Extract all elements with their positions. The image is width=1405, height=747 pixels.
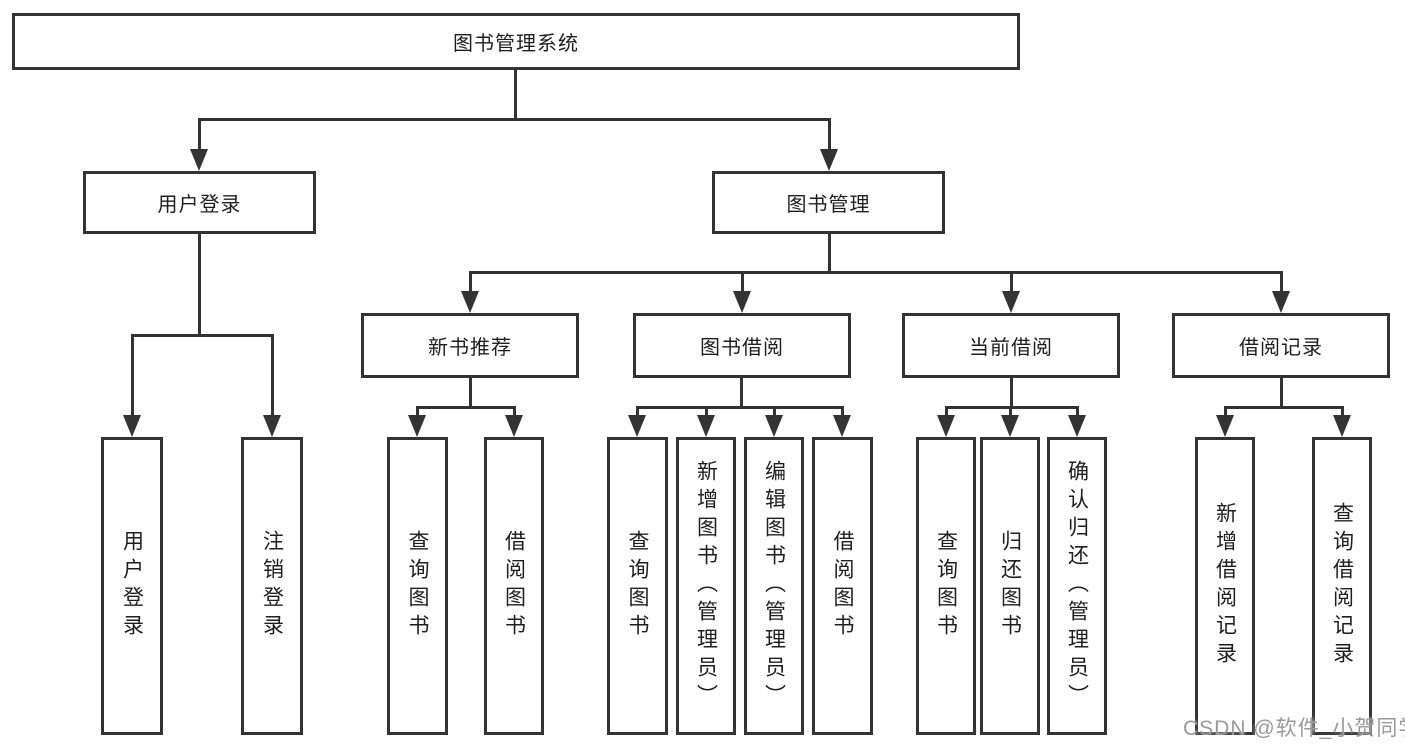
- section-current-borrow-box: 当前借阅: [902, 313, 1120, 378]
- connector-bus: [416, 406, 516, 409]
- connector-stem: [1010, 378, 1013, 407]
- arrow-down-icon: [505, 415, 523, 437]
- arrow-down-icon: [628, 415, 646, 437]
- connector-drop: [416, 406, 419, 417]
- connector-drop: [741, 271, 744, 293]
- leaf-label: 归还图书: [998, 530, 1022, 642]
- leaf-label: 查询图书: [406, 530, 429, 642]
- arrow-down-icon: [937, 415, 955, 437]
- arrow-down-icon: [1001, 415, 1019, 437]
- leaf-query-book-box: 查询图书: [607, 437, 668, 735]
- arrow-down-icon: [1272, 291, 1290, 313]
- leaf-label: 注销登录: [260, 530, 284, 642]
- connector-user-stem: [198, 234, 201, 335]
- section-book-borrow-box: 图书借阅: [633, 313, 851, 378]
- leaf-label: 查询图书: [626, 530, 649, 642]
- connector-drop: [469, 271, 472, 293]
- section-borrow-record-label: 借阅记录: [1239, 337, 1323, 359]
- connector-drop: [1341, 406, 1344, 417]
- connector-drop: [1010, 271, 1013, 293]
- root-label: 图书管理系统: [453, 33, 579, 55]
- connector-drop: [1224, 406, 1227, 417]
- connector-drop: [271, 334, 274, 417]
- branch-user-login-label: 用户登录: [157, 194, 242, 216]
- leaf-logout-box: 注销登录: [241, 437, 303, 735]
- connector-stem: [740, 378, 743, 407]
- csdn-watermark: CSDN @软件_小贺同学: [1183, 717, 1405, 740]
- arrow-down-icon: [1216, 415, 1234, 437]
- leaf-label: 借阅图书: [502, 530, 526, 642]
- connector-sections-bus: [469, 271, 1283, 274]
- connector-drop: [1076, 406, 1079, 417]
- leaf-label: 查询借阅记录: [1330, 502, 1354, 670]
- leaf-return-book-box: 归还图书: [980, 437, 1040, 735]
- leaf-add-borrow-record-box: 新增借阅记录: [1195, 437, 1255, 735]
- arrow-down-icon: [408, 415, 426, 437]
- connector-drop: [828, 118, 831, 150]
- arrow-down-icon: [123, 415, 141, 437]
- leaf-borrow-book-box: 借阅图书: [812, 437, 873, 735]
- connector-drop: [841, 406, 844, 417]
- leaf-label: 新增图书（管理员）: [694, 460, 718, 712]
- connector-drop: [1280, 271, 1283, 293]
- leaf-label: 查询图书: [934, 530, 958, 642]
- section-new-book-box: 新书推荐: [361, 313, 579, 378]
- section-new-book-label: 新书推荐: [428, 337, 512, 359]
- connector-drop: [513, 406, 516, 417]
- arrow-down-icon: [765, 415, 783, 437]
- arrow-down-icon: [461, 291, 479, 313]
- connector-bus: [1224, 406, 1343, 409]
- section-book-borrow-label: 图书借阅: [700, 337, 784, 359]
- arrow-down-icon: [1068, 415, 1086, 437]
- leaf-label: 确认归还（管理员）: [1065, 460, 1089, 712]
- leaf-borrow-book-box: 借阅图书: [484, 437, 544, 735]
- root-box: 图书管理系统: [12, 13, 1020, 70]
- arrow-down-icon: [190, 149, 208, 171]
- connector-stem: [469, 378, 472, 407]
- leaf-label: 用户登录: [120, 530, 144, 642]
- arrow-down-icon: [1002, 291, 1020, 313]
- leaf-edit-book-admin-box: 编辑图书（管理员）: [744, 437, 804, 735]
- arrow-down-icon: [263, 415, 281, 437]
- arrow-down-icon: [1333, 415, 1351, 437]
- leaf-query-borrow-record-box: 查询借阅记录: [1312, 437, 1372, 735]
- leaf-label: 新增借阅记录: [1213, 502, 1237, 670]
- connector-drop: [1009, 406, 1012, 417]
- connector-stem: [1280, 378, 1283, 407]
- connector-drop: [773, 406, 776, 417]
- leaf-user-login-box: 用户登录: [101, 437, 163, 735]
- connector-user-bus: [131, 334, 273, 337]
- arrow-down-icon: [697, 415, 715, 437]
- leaf-label: 编辑图书（管理员）: [762, 460, 786, 712]
- connector-level1-bus: [198, 118, 831, 121]
- connector-drop: [705, 406, 708, 417]
- connector-drop: [198, 118, 201, 150]
- section-current-borrow-label: 当前借阅: [969, 337, 1053, 359]
- connector-drop: [636, 406, 639, 417]
- connector-root-stem: [514, 70, 517, 119]
- arrow-down-icon: [733, 291, 751, 313]
- connector-drop: [131, 334, 134, 417]
- arrow-down-icon: [833, 415, 851, 437]
- leaf-confirm-return-admin-box: 确认归还（管理员）: [1047, 437, 1107, 735]
- leaf-query-book-box: 查询图书: [387, 437, 448, 735]
- section-borrow-record-box: 借阅记录: [1172, 313, 1390, 378]
- branch-user-login-box: 用户登录: [83, 171, 316, 234]
- connector-book-stem: [828, 234, 831, 272]
- arrow-down-icon: [820, 149, 838, 171]
- connector-bus: [636, 406, 843, 409]
- leaf-query-book-box: 查询图书: [916, 437, 976, 735]
- connector-drop: [945, 406, 948, 417]
- branch-book-management-label: 图书管理: [786, 194, 871, 216]
- leaf-add-book-admin-box: 新增图书（管理员）: [676, 437, 736, 735]
- leaf-label: 借阅图书: [831, 530, 854, 642]
- branch-book-management-box: 图书管理: [712, 171, 945, 234]
